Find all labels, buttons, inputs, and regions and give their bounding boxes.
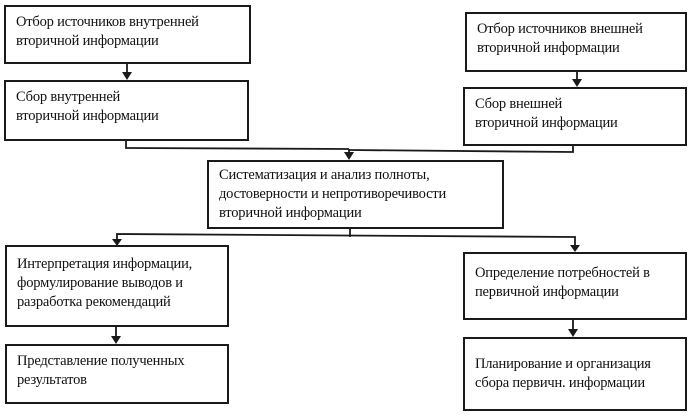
edge-split <box>116 233 576 246</box>
node-external-collect: Сбор внешней вторичной информации <box>463 87 687 146</box>
node-plan-primary: Планирование и организация сбора первичн… <box>463 337 687 411</box>
node-interpret: Интерпретация информации, формулирование… <box>5 245 229 327</box>
arrowhead <box>572 79 582 87</box>
node-external-sources: Отбор источников внешней вторичной инфор… <box>465 12 687 72</box>
edge-internal-collect-to-merge <box>125 140 350 150</box>
node-internal-sources: Отбор источников внутренней вторичной ин… <box>4 5 251 64</box>
arrowhead <box>344 152 354 160</box>
node-primary-needs: Определение потребностей в первичной инф… <box>463 252 687 320</box>
node-systematize: Систематизация и анализ полноты, достове… <box>207 160 504 229</box>
node-present: Представление полученных результатов <box>5 344 229 404</box>
arrowhead <box>111 336 121 344</box>
edge-external-collect-to-merge <box>348 145 574 153</box>
node-internal-collect: Сбор внутренней вторичной информации <box>4 80 249 141</box>
arrowhead <box>112 239 122 246</box>
arrowhead <box>568 329 578 337</box>
arrowhead <box>122 72 132 80</box>
arrowhead <box>570 245 580 252</box>
